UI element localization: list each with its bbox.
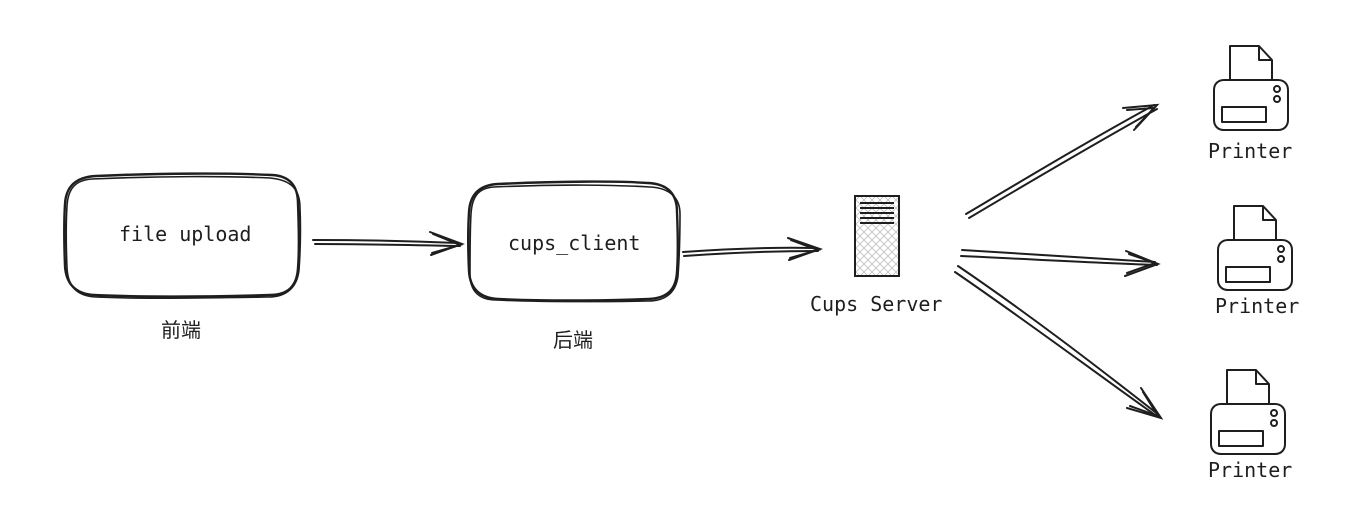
frontend-caption: 前端 xyxy=(161,318,201,342)
printer-icon xyxy=(1210,369,1286,455)
arrow-upload-to-client xyxy=(312,231,465,256)
arrow-server-to-printer-2 xyxy=(960,249,1161,277)
file-upload-label: file upload xyxy=(119,222,252,246)
arrow-server-to-printer-3 xyxy=(954,265,1164,420)
cups-server-label: Cups Server xyxy=(810,292,943,316)
cups-client-label: cups_client xyxy=(508,231,641,255)
printer-label-2: Printer xyxy=(1215,294,1300,318)
cups-client-box[interactable] xyxy=(467,180,681,303)
server-icon xyxy=(854,195,900,277)
arrow-client-to-server xyxy=(682,237,824,261)
arrow-server-to-printer-1 xyxy=(965,103,1160,219)
printer-icon xyxy=(1217,205,1293,291)
file-upload-box[interactable] xyxy=(63,172,302,299)
backend-caption: 后端 xyxy=(553,328,593,352)
printer-label-3: Printer xyxy=(1208,458,1293,482)
printer-icon xyxy=(1213,45,1289,131)
printer-label-1: Printer xyxy=(1208,139,1293,163)
